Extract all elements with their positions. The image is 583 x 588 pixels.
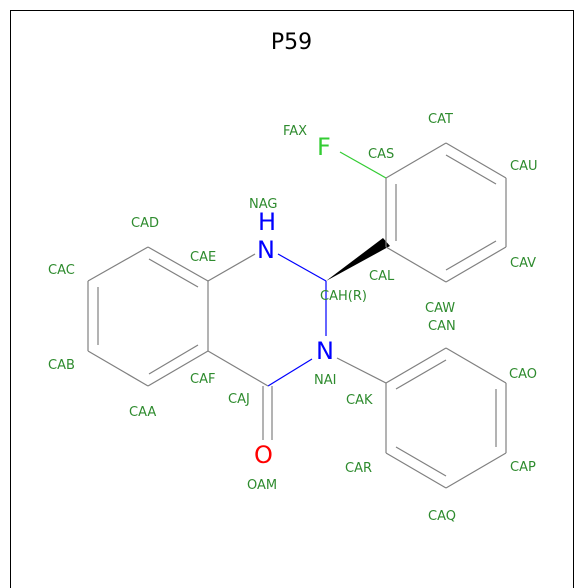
atom-label: NAG <box>249 197 277 212</box>
fluorine-atom: F <box>317 133 331 161</box>
atom-label: CAK <box>346 393 373 408</box>
bond <box>87 350 149 387</box>
bond <box>445 154 497 185</box>
atom-label: CAN <box>428 319 456 334</box>
bond <box>336 357 387 384</box>
bond <box>207 253 256 282</box>
atom-label: CAJ <box>228 392 250 407</box>
bond <box>445 240 497 271</box>
atom-label: CAA <box>129 405 156 420</box>
atom-label: CAB <box>48 358 75 373</box>
bond <box>87 246 149 282</box>
atom-label: CAH(R) <box>320 289 367 304</box>
atom-label: CAD <box>131 216 159 231</box>
bond <box>277 253 327 282</box>
atom-label: CAS <box>368 147 394 162</box>
wedge-bond <box>326 238 390 281</box>
bond <box>147 246 209 282</box>
atom-label: CAF <box>190 372 215 387</box>
atom-label: OAM <box>247 478 277 493</box>
fluorophenyl-ring <box>339 142 507 283</box>
bond <box>395 446 447 477</box>
atom-label: CAT <box>428 112 453 127</box>
bond <box>445 142 507 179</box>
molecule-title: P59 <box>270 30 313 55</box>
bond <box>385 142 447 179</box>
bond <box>445 347 507 384</box>
central-ring <box>207 253 387 440</box>
atom-label: CAQ <box>428 509 456 524</box>
atom-label: CAV <box>510 256 536 271</box>
nitrogen-atom-nai: N <box>316 337 334 365</box>
diagram-frame <box>10 10 574 588</box>
atom-label: NAI <box>314 373 336 388</box>
bond <box>445 452 507 489</box>
atom-label: CAC <box>48 263 75 278</box>
bond <box>267 358 313 387</box>
nitrogen-atom-nag: N <box>257 236 275 264</box>
bond <box>385 347 447 384</box>
atom-label: CAU <box>510 159 538 174</box>
atom-label: CAL <box>369 269 395 284</box>
bond <box>395 359 447 390</box>
hydrogen-atom: H <box>258 208 276 236</box>
atom-label: CAE <box>190 250 216 265</box>
phenyl-ring <box>385 347 507 489</box>
bond <box>207 350 269 387</box>
bond <box>148 344 199 375</box>
bond <box>148 258 199 288</box>
atom-label: CAP <box>510 460 536 475</box>
bond <box>339 151 387 179</box>
bond <box>147 350 209 387</box>
atom-label: CAW <box>425 301 455 316</box>
oxygen-atom: O <box>254 441 273 469</box>
atom-label: FAX <box>283 124 307 139</box>
bond <box>445 246 507 283</box>
left-benzene-ring <box>87 246 209 387</box>
atom-label: CAO <box>509 367 537 382</box>
bond <box>385 246 447 283</box>
bond <box>385 452 447 489</box>
atom-label: CAR <box>345 461 372 476</box>
